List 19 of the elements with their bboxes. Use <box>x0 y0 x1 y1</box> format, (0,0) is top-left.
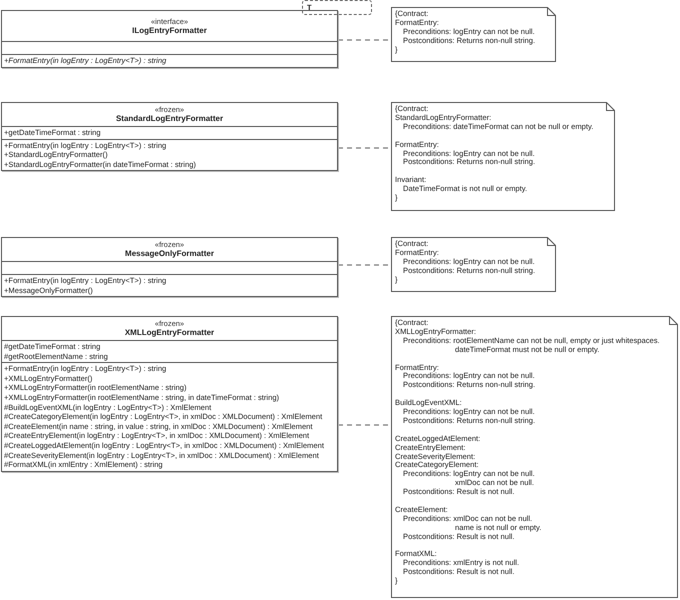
constraint-note <box>391 237 556 292</box>
constraint-note <box>391 102 615 211</box>
class-box <box>1 237 338 298</box>
class-name: XMLLogEntryFormatter <box>124 328 214 338</box>
operation-compartment <box>2 362 337 471</box>
attribute-compartment <box>2 340 337 362</box>
constraint-note <box>391 316 678 598</box>
class-box <box>1 10 338 68</box>
class-name: MessageOnlyFormatter <box>125 249 214 259</box>
operation-compartment <box>2 138 337 170</box>
class-box <box>1 316 338 472</box>
constraint-note <box>391 7 556 62</box>
operation-compartment <box>2 274 337 296</box>
class-box <box>1 102 338 172</box>
attribute-compartment <box>2 126 337 139</box>
template-parameter-box <box>302 0 372 15</box>
operation-compartment <box>2 54 337 67</box>
class-name: StandardLogEntryFormatter <box>116 114 224 124</box>
class-name: ILogEntryFormatter <box>132 26 207 36</box>
